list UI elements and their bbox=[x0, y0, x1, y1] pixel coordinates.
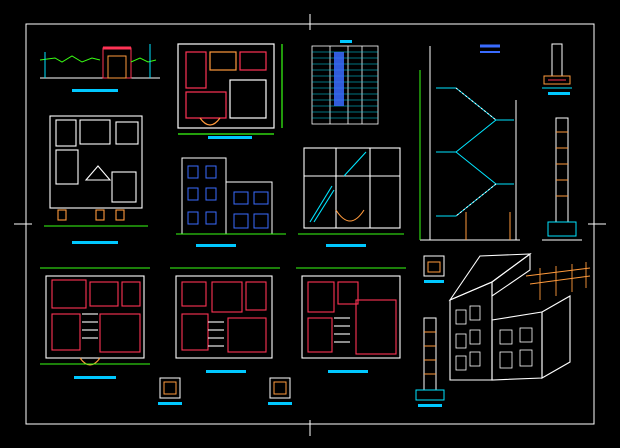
roof-plan bbox=[44, 115, 148, 244]
stair-section bbox=[419, 44, 520, 241]
plan-top-1 bbox=[177, 43, 283, 139]
plan-top-2 bbox=[298, 147, 404, 247]
tall-column-detail bbox=[542, 117, 582, 241]
site-elevation bbox=[39, 44, 160, 92]
small-detail-b bbox=[158, 377, 182, 405]
small-detail-a bbox=[423, 255, 445, 283]
third-floor-plan bbox=[296, 267, 406, 373]
second-floor-plan bbox=[170, 267, 280, 373]
ground-floor-plan bbox=[40, 267, 150, 379]
sheet-frame bbox=[14, 14, 606, 436]
schedule-table bbox=[311, 40, 379, 125]
small-detail-c bbox=[268, 377, 292, 405]
front-elevation bbox=[176, 157, 286, 247]
column-detail-bottom bbox=[415, 317, 445, 407]
column-detail-top bbox=[542, 43, 572, 95]
axonometric-view bbox=[448, 252, 591, 381]
